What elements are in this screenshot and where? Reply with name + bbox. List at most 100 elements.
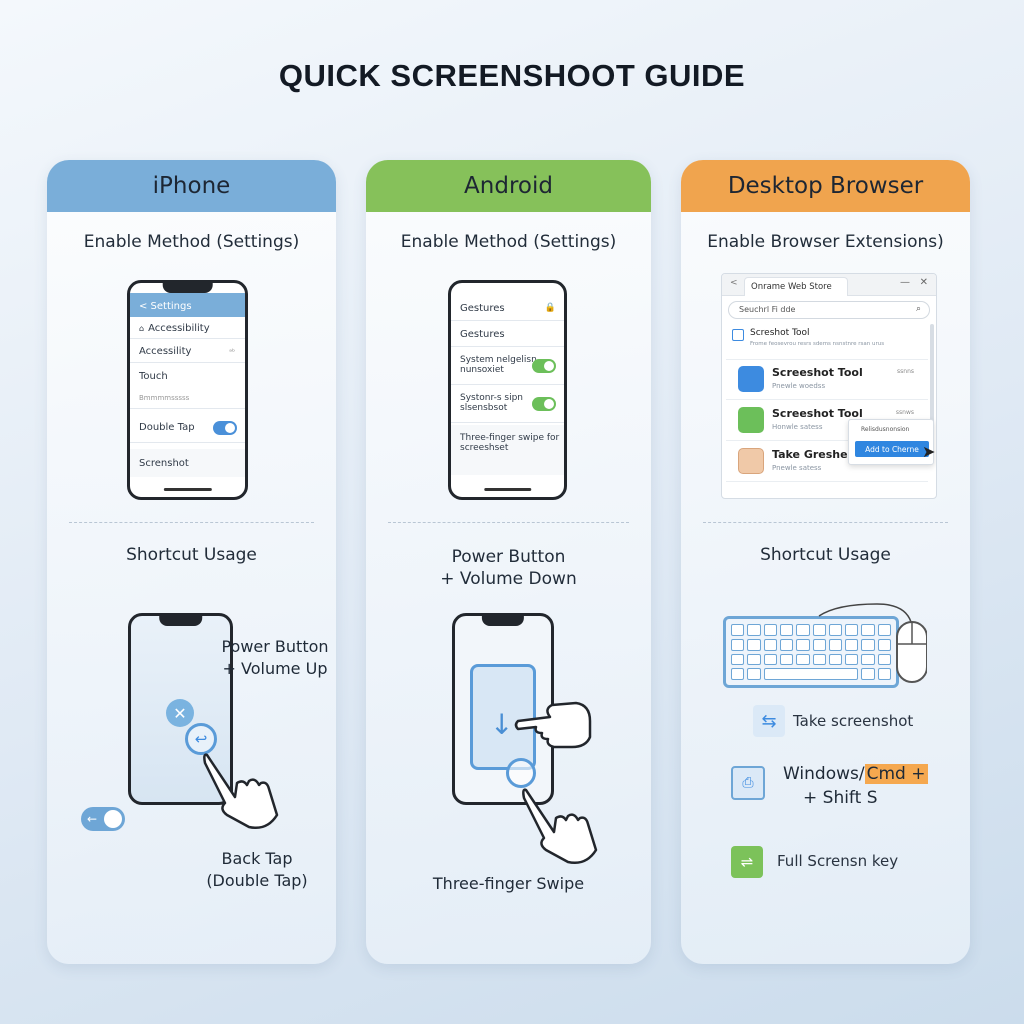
search-icon: ⌕ — [915, 304, 921, 314]
store-search-text: Seuchrl Fi dde — [739, 305, 796, 314]
windows-key-text: Windows/ — [783, 764, 865, 784]
phone-home-bar — [483, 488, 532, 491]
android-shortcut-title: Power Button + Volume Down — [366, 546, 651, 590]
status-bar — [451, 283, 564, 295]
settings-row-label: Double Tap — [139, 422, 195, 433]
screenshot-frame-icon — [470, 664, 536, 770]
screenshot-toggle[interactable] — [532, 397, 556, 411]
close-window-icon[interactable]: ✕ — [919, 277, 928, 288]
browser-tab-bar: < Onrame Web Store — ✕ — [722, 274, 936, 296]
home-icon: ⌂ — [139, 324, 145, 333]
iphone-enable-title: Enable Method (Settings) — [83, 232, 300, 252]
extension-row[interactable]: Screeshot Tool Honwle satess ssnws — [726, 401, 928, 441]
swap-arrows-icon: ⇆ — [753, 705, 785, 737]
windows-shortcut-line-1: Windows/Cmd + — [783, 762, 928, 786]
lock-icon: 🔒 — [544, 303, 556, 313]
desktop-shortcut-title: Shortcut Usage — [760, 545, 891, 565]
system-gesture-toggle[interactable] — [532, 359, 556, 373]
browser-tab[interactable]: Onrame Web Store — [744, 277, 848, 296]
android-header-label: Android — [464, 173, 553, 199]
iphone-header: iPhone — [47, 160, 336, 212]
keyboard-icon — [723, 616, 899, 688]
settings-back-label: < Settings — [139, 300, 192, 312]
extension-name: Screeshot Tool — [772, 407, 863, 420]
settings-row[interactable]: Gestures — [451, 297, 564, 321]
extension-meta: ssnws — [895, 409, 914, 416]
phone-notch — [158, 616, 203, 626]
settings-row-sublabel: slsensbsot — [460, 403, 508, 413]
iphone-card: iPhone Enable Method (Settings) < Settin… — [47, 160, 336, 964]
settings-row-label: Systonr-s sipn — [460, 393, 523, 403]
phone-home-bar — [163, 488, 212, 491]
desktop-enable-title: Enable Browser Extensions) — [707, 232, 944, 252]
desktop-header: Desktop Browser — [681, 160, 970, 212]
arrow-down-icon: ↓ — [490, 708, 514, 741]
swipe-circle-icon[interactable] — [506, 758, 536, 788]
settings-row-screenshot[interactable]: Systonr-s sipn slsensbsot — [451, 387, 564, 423]
iphone-shortcut-title: Shortcut Usage — [126, 545, 257, 565]
android-shortcut-line-2: + Volume Down — [440, 569, 577, 589]
settings-row-sublabel: screeshset — [460, 443, 509, 453]
windows-shortcut-line-2: + Shift S — [803, 788, 878, 808]
settings-row[interactable]: Screnshot — [130, 449, 245, 477]
minimize-icon[interactable]: — — [900, 277, 910, 288]
settings-row-double-tap[interactable]: Double Tap — [130, 413, 245, 443]
power-volume-up-label: Power Button + Volume Up — [205, 636, 336, 680]
scrollbar[interactable] — [930, 324, 934, 434]
web-store-window: < Onrame Web Store — ✕ Seuchrl Fi dde ⌕ … — [721, 273, 937, 499]
android-settings-phone: 🔒 Gestures Gestures System nelgelisn nun… — [448, 280, 567, 500]
shortcut-line-2: + Volume Up — [222, 659, 328, 678]
android-enable-title: Enable Method (Settings) — [400, 232, 617, 252]
take-screenshot-label: Take screenshot — [793, 712, 914, 730]
settings-back-link[interactable]: < Settings — [130, 297, 245, 315]
android-card: Android Enable Method (Settings) 🔒 Gestu… — [366, 160, 651, 964]
settings-row-sublabel: nunsoxiet — [460, 365, 504, 375]
add-button-label: Add to Cherne — [865, 444, 919, 454]
extension-row[interactable]: Screeshot Tool Pnewle woedss ssnns — [726, 360, 928, 400]
store-search-input[interactable]: Seuchrl Fi dde ⌕ — [728, 301, 930, 319]
extension-popup: Relisdusnonsion Add to Cherne — [848, 419, 934, 465]
settings-row-system-gesture[interactable]: System nelgelisn nunsoxiet — [451, 349, 564, 385]
android-shortcut-line-1: Power Button — [451, 547, 566, 567]
settings-row[interactable]: ⌂ Accessibility — [130, 319, 245, 339]
extension-sub: Pnewle woedss — [772, 382, 826, 390]
settings-row[interactable]: Touch — [130, 365, 245, 387]
desktop-header-label: Desktop Browser — [727, 173, 924, 199]
back-tap-icon[interactable]: ↩ — [185, 723, 217, 755]
settings-row[interactable]: Accessility ᵃᵇ — [130, 341, 245, 363]
extension-sub: Pnewle satess — [772, 464, 822, 472]
mouse-icon — [818, 603, 927, 683]
back-tap-label: Back Tap (Double Tap) — [187, 848, 327, 892]
settings-row-label: System nelgelisn — [460, 355, 537, 365]
double-tap-toggle[interactable] — [213, 420, 237, 435]
screenshot-tool-icon — [738, 366, 764, 392]
featured-name: Screshot Tool — [750, 328, 810, 338]
close-icon[interactable]: ✕ — [166, 699, 194, 727]
page-title: QUICK SCREENSHOOT GUIDE — [278, 58, 746, 93]
screenshot-icon — [732, 329, 744, 341]
settings-row: Bmmmmsssss — [130, 387, 245, 409]
settings-row[interactable]: Gestures — [451, 323, 564, 347]
pointing-hand-icon — [514, 701, 592, 749]
settings-header-bar — [130, 293, 245, 317]
settings-row-label: Gestures — [460, 303, 505, 314]
settings-row-three-finger[interactable]: Three-finger swipe for screeshset — [451, 425, 564, 475]
settings-row-label: Three-finger swipe for — [460, 433, 560, 443]
cmd-key-highlight: Cmd + — [864, 764, 928, 784]
settings-row-meta: ᵃᵇ — [229, 347, 235, 356]
settings-row-label: Bmmmmsssss — [139, 393, 190, 402]
tapping-hand-icon — [203, 753, 279, 829]
iphone-settings-phone: < Settings ⌂ Accessibility Accessility ᵃ… — [127, 280, 248, 500]
back-toggle-icon[interactable]: ← — [81, 807, 125, 831]
iphone-divider — [69, 522, 314, 523]
swipe-hand-icon — [522, 788, 598, 864]
three-finger-swipe-label: Three-finger Swipe — [432, 874, 585, 893]
featured-extension[interactable]: Screshot Tool Frome feosevrou resrs sdem… — [726, 324, 928, 360]
add-to-chrome-button[interactable]: Add to Cherne — [855, 441, 929, 457]
browser-tab-label: Onrame Web Store — [751, 282, 832, 292]
tab-chevron-icon: < — [730, 278, 738, 288]
iphone-header-label: iPhone — [152, 173, 231, 199]
cursor-icon: ➤ — [922, 442, 936, 461]
avatar-icon — [738, 448, 764, 474]
arrow-left-icon: ← — [87, 812, 98, 826]
